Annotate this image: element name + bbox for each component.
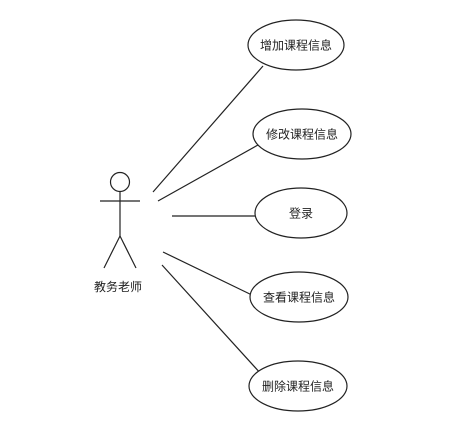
use-case-login-label: 登录 [289,206,313,221]
association-add [152,65,264,193]
use-case-view-label: 查看课程信息 [263,290,335,305]
actor-head [109,171,131,193]
actor-right-leg [119,235,137,269]
use-case-delete[interactable]: 删除课程信息 [248,360,348,412]
use-case-modify-ellipse [252,108,352,160]
actor-label: 教务老师 [94,279,142,294]
association-delete [161,264,263,376]
use-case-view[interactable]: 查看课程信息 [249,271,349,323]
use-case-delete-label: 删除课程信息 [262,379,334,394]
actor-figure [100,171,140,269]
use-case-delete-ellipse [248,360,348,412]
use-case-add-ellipse [247,19,345,71]
use-case-modify[interactable]: 修改课程信息 [252,108,352,160]
use-case-login[interactable]: 登录 [254,187,348,239]
use-case-view-ellipse [249,271,349,323]
association-view [162,251,257,298]
use-case-login-ellipse [254,187,348,239]
association-modify [157,144,259,202]
use-case-add-label: 增加课程信息 [260,38,332,53]
associations [152,65,264,376]
use-case-modify-label: 修改课程信息 [266,127,338,142]
actor-left-leg [103,235,121,269]
use-case-add[interactable]: 增加课程信息 [247,19,345,71]
